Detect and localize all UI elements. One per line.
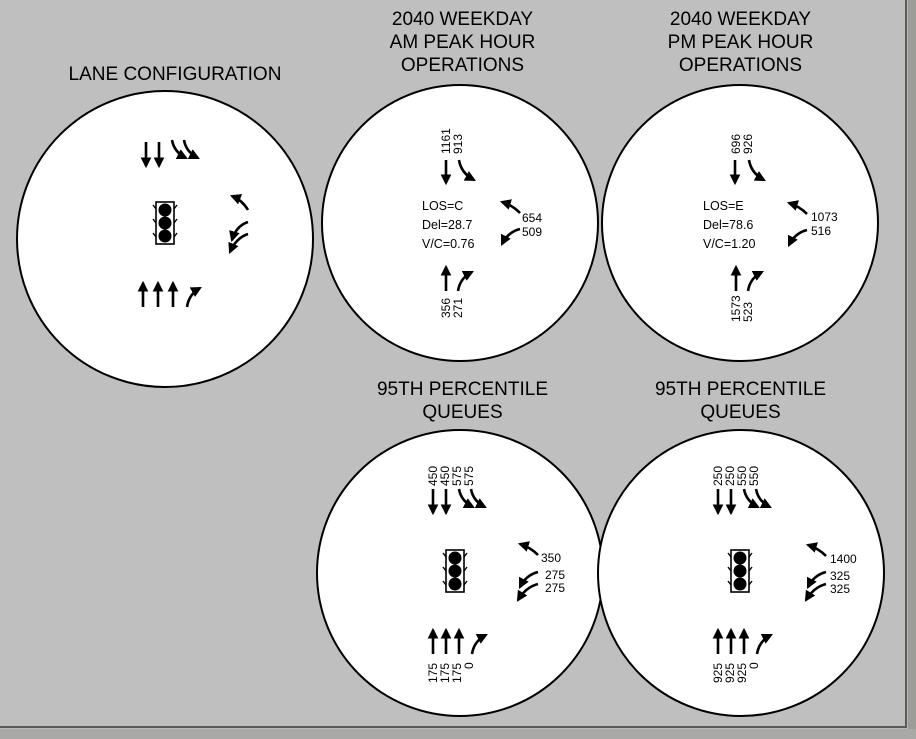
pm-operations-panel: 696 926 LOS=E Del=78.6 V/C=1.20 1073 516…: [601, 84, 879, 362]
background-edge-bottom: [0, 729, 916, 739]
pm-wb-arrows: [786, 200, 808, 247]
pm-sb-through-volume: 696: [729, 134, 743, 154]
pm-sb-arrows: [729, 159, 766, 186]
am-queue-wb-2: 275: [545, 568, 565, 582]
lane-config-title: LANE CONFIGURATION: [68, 64, 282, 85]
am-nb-right-volume: 271: [451, 298, 465, 318]
am-queue-wb-1: 350: [541, 551, 561, 565]
am-queue-sb-arrows: [427, 488, 487, 516]
am-queue-sb-3: 575: [450, 466, 464, 486]
am-operations-title: 2040 WEEKDAY AM PEAK HOUR OPERATIONS: [389, 9, 536, 76]
am-queue-sb-1: 450: [426, 466, 440, 486]
pm-nb-arrows: [730, 264, 764, 292]
am-queue-wb-3: 275: [545, 581, 565, 595]
am-queue-nb-3: 175: [450, 663, 464, 683]
pm-queues-panel: 250 250 550 550 1400 325 325: [597, 429, 885, 717]
am-delay: Del=28.7: [422, 218, 472, 232]
am-queue-nb-1: 175: [426, 663, 440, 683]
am-wb-left-volume: 654: [522, 211, 542, 225]
am-wb-arrows: [499, 199, 521, 246]
pm-operations-title: 2040 WEEKDAY PM PEAK HOUR OPERATIONS: [667, 9, 814, 76]
pm-wb-left-volume: 1073: [811, 210, 838, 224]
pm-queue-wb-3: 325: [830, 582, 850, 596]
am-queue-sb-4: 575: [462, 466, 476, 486]
am-nb-arrows: [440, 264, 474, 292]
am-sb-arrows: [440, 159, 476, 186]
am-vc: V/C=0.76: [422, 237, 475, 251]
sb-through-arrows: [140, 142, 165, 169]
wb-left-arrow: [229, 194, 250, 211]
pm-delay: Del=78.6: [703, 218, 753, 232]
pm-queue-nb-2: 925: [723, 663, 737, 683]
am-queues-title: 95TH PERCENTILE QUEUES: [376, 379, 549, 423]
pm-queue-sb-3: 550: [735, 466, 749, 486]
am-queue-signal-icon: [442, 549, 468, 593]
background-edge-right: [908, 0, 916, 739]
am-los: LOS=C: [422, 199, 463, 213]
pm-queue-sb-2: 250: [723, 466, 737, 486]
sb-right-arrows: [170, 139, 200, 160]
pm-nb-right-volume: 523: [741, 302, 755, 322]
pm-queue-sb-arrows: [712, 488, 772, 516]
nb-right-arrow: [185, 286, 202, 308]
pm-nb-through-volume: 1573: [729, 295, 743, 322]
am-sb-right-volume: 913: [451, 134, 465, 154]
am-queue-wb-arrows: [516, 541, 539, 602]
am-operations-circle: [321, 84, 599, 362]
nb-through-arrows: [137, 280, 179, 307]
am-nb-through-volume: 356: [439, 298, 453, 318]
am-queue-nb-arrows: [427, 627, 488, 655]
am-operations-panel: 1161 913 LOS=C Del=28.7 V/C=0.76 654 509…: [321, 84, 599, 362]
am-wb-right-volume: 509: [522, 225, 542, 239]
pm-queues-title: 95TH PERCENTILE QUEUES: [654, 379, 827, 423]
pm-queue-signal-icon: [727, 549, 753, 593]
pm-queue-wb-1: 1400: [830, 552, 857, 566]
pm-sb-right-volume: 926: [741, 134, 755, 154]
pm-queue-sb-1: 250: [711, 466, 725, 486]
pm-wb-right-volume: 516: [811, 224, 831, 238]
pm-operations-circle: [601, 84, 879, 362]
am-queue-nb-2: 175: [438, 663, 452, 683]
am-queues-panel: 450 450 575 575 350 275 275: [316, 429, 604, 717]
am-queue-sb-2: 450: [438, 466, 452, 486]
pm-queue-nb-1: 925: [711, 663, 725, 683]
lane-config-panel: [16, 90, 314, 388]
wb-right-arrows: [228, 220, 249, 255]
pm-queue-sb-4: 550: [747, 466, 761, 486]
pm-queue-wb-2: 325: [830, 569, 850, 583]
pm-queue-nb-4: 0: [747, 662, 761, 669]
pm-queue-nb-3: 925: [735, 663, 749, 683]
pm-vc: V/C=1.20: [703, 237, 756, 251]
am-sb-through-volume: 1161: [439, 128, 453, 154]
signal-icon: [152, 201, 178, 245]
pm-queue-wb-arrows: [804, 542, 827, 602]
pm-los: LOS=E: [703, 199, 744, 213]
pm-queue-nb-arrows: [712, 627, 773, 655]
am-queue-nb-4: 0: [462, 662, 476, 669]
